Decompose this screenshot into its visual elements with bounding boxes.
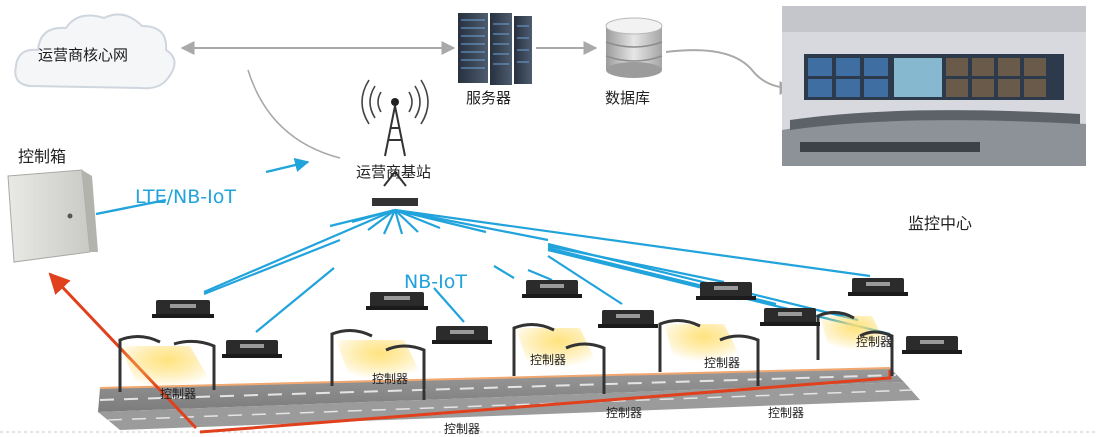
base-station-icon [361, 79, 429, 206]
server-icon [458, 13, 532, 85]
controller-label: 控制器 [704, 356, 741, 370]
lte-uplink-arrow [265, 157, 310, 174]
lte-link-line [95, 198, 167, 216]
database-label: 数据库 [605, 89, 651, 107]
power-cable-line [199, 370, 892, 434]
carrier-core-label: 运营商核心网 [38, 46, 129, 64]
monitor-center-photo [782, 6, 1086, 166]
lte-link-label: LTE/NB-IoT [135, 186, 236, 208]
database-icon [605, 17, 663, 78]
server-label: 服务器 [466, 89, 512, 107]
controller-label: 控制器 [530, 353, 567, 367]
controller-label: 控制器 [768, 406, 805, 420]
controller-label: 控制器 [372, 372, 409, 386]
controller-label: 控制器 [444, 422, 481, 436]
core-basestation-curve [247, 69, 341, 159]
road [98, 367, 920, 430]
controller-label: 控制器 [160, 387, 197, 401]
control-box-label: 控制箱 [18, 147, 67, 166]
controller-label: 控制器 [856, 335, 893, 349]
street-lamps [118, 311, 894, 400]
nb-iot-link-label: NB-IoT [404, 271, 467, 293]
monitor-center-label: 监控中心 [908, 214, 973, 233]
control-box-icon [7, 169, 98, 263]
db-monitor-arrow [665, 49, 794, 95]
base-station-label: 运营商基站 [356, 163, 432, 181]
controller-label: 控制器 [606, 406, 643, 420]
controller-devices [152, 278, 962, 358]
cloud-icon [14, 13, 176, 90]
